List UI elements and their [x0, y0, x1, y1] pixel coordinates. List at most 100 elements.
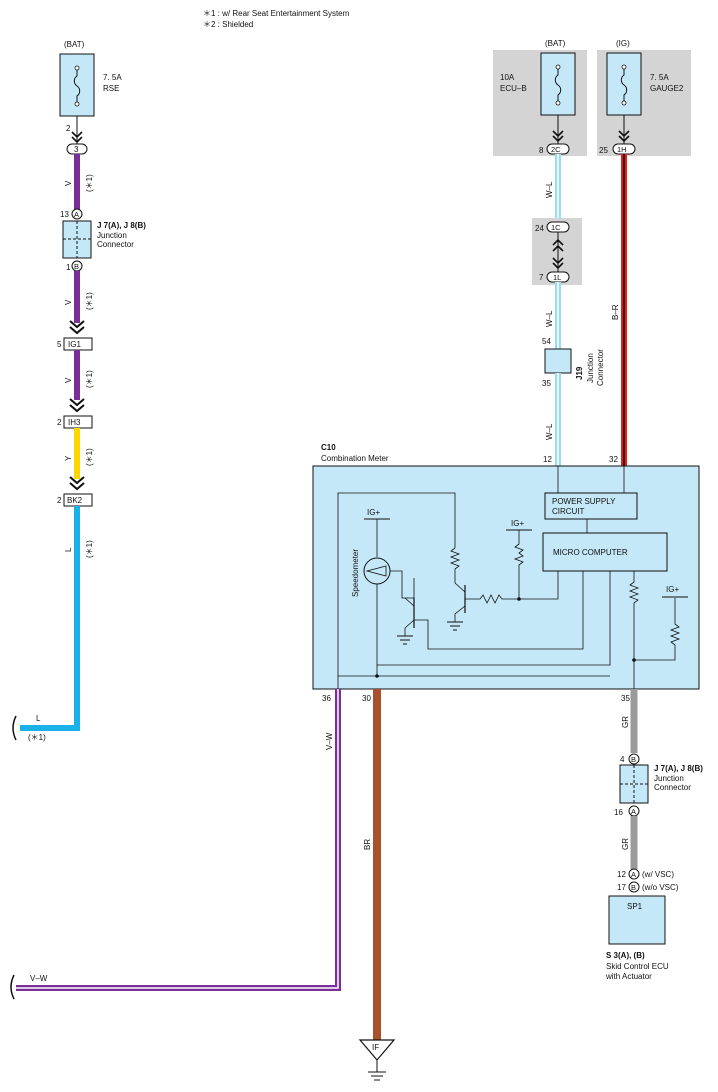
skid-ecu-box-label: SP1: [627, 902, 643, 911]
skid-j-pin-a: A: [631, 807, 636, 816]
skid-junction-title: J 7(A), J 8(B): [654, 764, 703, 773]
wire-y: Y: [64, 455, 73, 461]
ecu-pin-b: B: [631, 883, 636, 892]
skid-j-pin-4: 4: [620, 755, 625, 764]
wire-vw: [16, 689, 341, 991]
wire-vw-vertical: V–W: [325, 732, 334, 750]
wire-v-2: V: [64, 299, 73, 305]
meter-pin-12: 12: [543, 455, 552, 464]
meter-name: Combination Meter: [321, 454, 389, 463]
note-ref-3: (＊1): [85, 370, 94, 388]
pin-ecub-1c: 1C: [551, 223, 561, 232]
wire-br-label-bottom: BR: [363, 839, 372, 850]
pin-left-3: 3: [74, 145, 79, 154]
left-source-label: (BAT): [64, 40, 85, 49]
speedometer-label: Speedometer: [351, 549, 360, 597]
meter-id: C10: [321, 443, 336, 452]
connector-ih3: IH3: [68, 418, 81, 427]
ig-plus-1: IG+: [367, 508, 380, 517]
bottom-l-label: L: [36, 714, 41, 723]
junction-sub-left-2: Connector: [97, 240, 134, 249]
ground-triangle-icon: [358, 1039, 396, 1061]
note-ref-1: (＊1): [85, 174, 94, 192]
micro-computer-box: [542, 532, 668, 572]
wire-gr-1: GR: [621, 716, 630, 728]
wire-l: L: [64, 547, 73, 552]
meter-pin-30: 30: [362, 694, 371, 703]
wire-v-1: V: [64, 180, 73, 186]
pin-left-2: 2: [66, 124, 71, 133]
skid-j-pin-b: B: [631, 755, 636, 764]
junction-sub-left-1: Junction: [97, 231, 127, 240]
note-2: ＊2 : Shielded: [203, 20, 253, 29]
junction-title-left: J 7(A), J 8(B): [97, 221, 146, 230]
j19-sub-1: Junction: [586, 353, 595, 383]
note-ref-5: (＊1): [85, 540, 94, 558]
ecu-variant-novsc: (w/o VSC): [642, 883, 679, 892]
note-1: ＊1 : w/ Rear Seat Entertainment System: [203, 9, 350, 18]
fuse-gauge-name: GAUGE2: [650, 84, 684, 93]
fuse-ecub-rating: 10A: [500, 73, 515, 82]
fuse-rse-rating: 7. 5A: [103, 73, 122, 82]
power-supply-line2: CIRCUIT: [552, 507, 585, 516]
wire-gr-2: GR: [621, 838, 630, 850]
j19-pin-35: 35: [542, 379, 551, 388]
pin-ecub-2c: 2C: [551, 145, 561, 154]
ecu-pin-12: 12: [617, 870, 626, 879]
ig-plus-2: IG+: [511, 519, 524, 528]
skid-junction-sub-1: Junction: [654, 774, 684, 783]
skid-junction-sub-2: Connector: [654, 783, 691, 792]
ground-label: IF: [372, 1043, 379, 1052]
skid-ecu-box: [608, 895, 666, 945]
wire-v-3: V: [64, 377, 73, 383]
wire-wl-1: W–L: [545, 181, 554, 198]
pin-j-b: B: [74, 262, 79, 271]
ecub-source: (BAT): [545, 39, 566, 48]
fuse-ecub: [540, 52, 576, 116]
fuse-rse-name: RSE: [103, 84, 119, 93]
connector-bk2: BK2: [67, 496, 83, 505]
fuse-gauge2: [606, 52, 642, 116]
meter-pin-35: 35: [621, 694, 630, 703]
skid-j-pin-16: 16: [614, 808, 623, 817]
j19-sub-2: Connector: [596, 349, 605, 386]
note-ref-4: (＊1): [85, 448, 94, 466]
pin-gauge-1h: 1H: [617, 145, 627, 154]
fuse-ecub-name: ECU–B: [500, 84, 527, 93]
wire-vw-label: V–W: [30, 974, 48, 983]
pin-ih3: 2: [57, 418, 62, 427]
pin-ecub-7: 7: [539, 273, 544, 282]
pin-bk2: 2: [57, 496, 62, 505]
ig-plus-3: IG+: [666, 585, 679, 594]
fuse-gauge-rating: 7. 5A: [650, 73, 669, 82]
fuse-rse: [59, 53, 95, 117]
pin-ecub-8: 8: [539, 146, 544, 155]
ecu-variant-vsc: (w/ VSC): [642, 870, 674, 879]
pin-gauge-25: 25: [599, 146, 608, 155]
micro-computer-label: MICRO COMPUTER: [553, 548, 628, 557]
pin-ecub-24: 24: [535, 224, 544, 233]
skid-ecu-sub-1: Skid Control ECU: [606, 962, 669, 971]
pin-j-13: 13: [60, 210, 69, 219]
pin-ig1: 5: [57, 340, 62, 349]
meter-pin-36: 36: [322, 694, 331, 703]
wire-wl-label-2: W–L: [545, 310, 554, 327]
wire-br-label: B–R: [611, 304, 620, 320]
bottom-l-note: (＊1): [28, 733, 46, 742]
meter-pin-32: 32: [609, 455, 618, 464]
pin-j-1: 1: [66, 263, 71, 272]
connector-ig1: IG1: [68, 340, 81, 349]
power-supply-box: [544, 492, 638, 520]
j19-title: J19: [575, 366, 584, 380]
note-ref-2: (＊1): [85, 292, 94, 310]
skid-ecu-sub-2: with Actuator: [605, 972, 652, 981]
j19-pin-54: 54: [542, 337, 551, 346]
pin-ecub-1l: 1L: [553, 273, 561, 282]
ecu-pin-17: 17: [617, 883, 626, 892]
ecu-pin-a: A: [631, 870, 636, 879]
pin-j-a: A: [74, 210, 79, 219]
power-supply-line1: POWER SUPPLY: [552, 497, 616, 506]
gauge-source: (IG): [616, 39, 630, 48]
